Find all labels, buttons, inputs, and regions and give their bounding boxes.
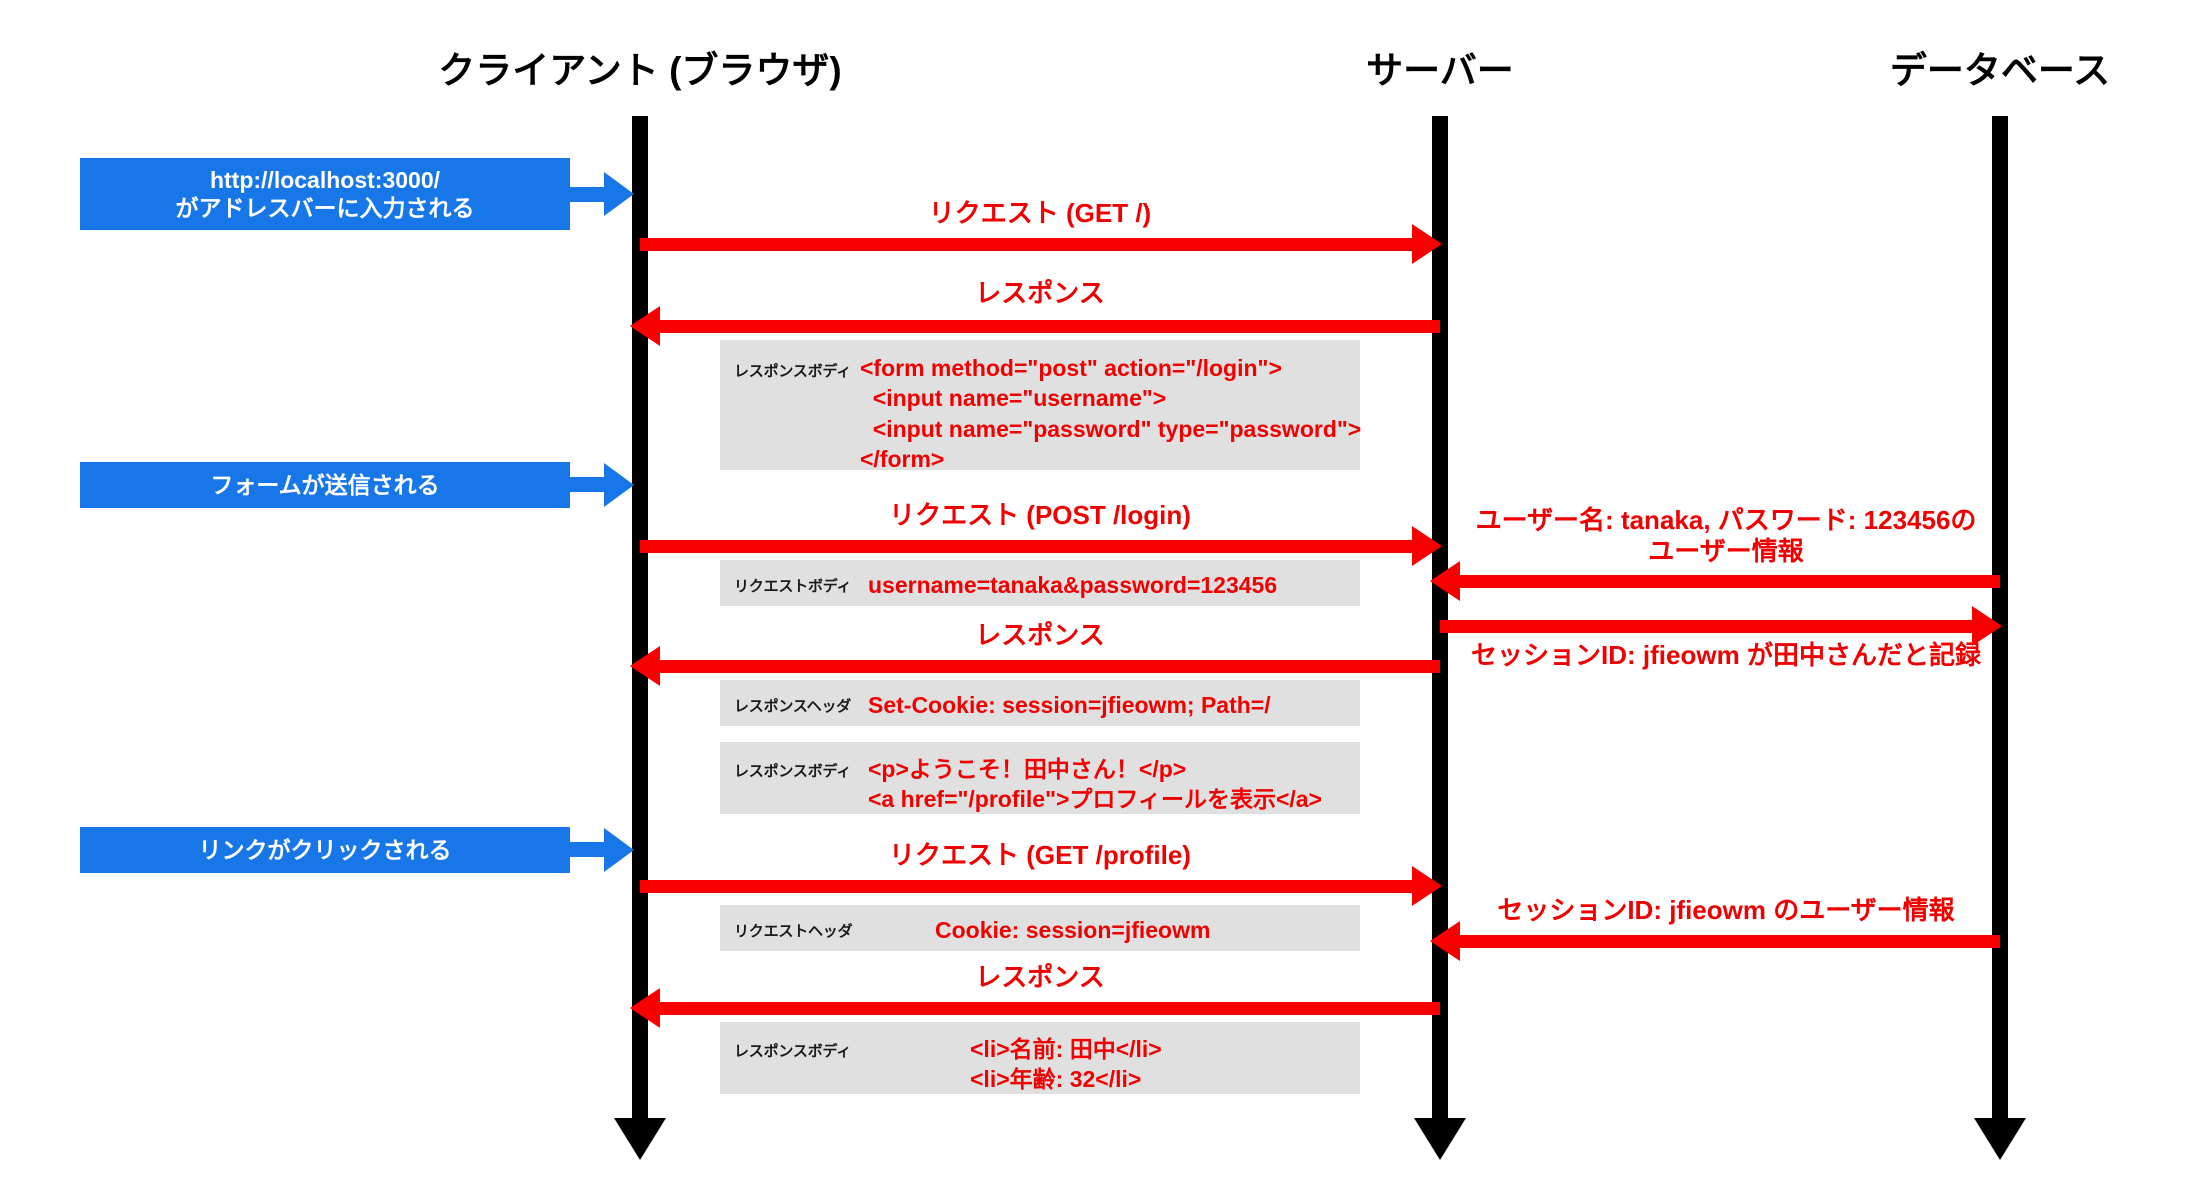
message-line-m7 [640, 880, 1420, 893]
message-line-m5 [1440, 620, 1980, 633]
event-arrow-head-link-clicked [604, 828, 634, 872]
event-arrow-head-form-submit [604, 463, 634, 507]
note-label-n2: リクエストボディ [734, 578, 852, 595]
message-arrowhead-m2 [630, 306, 660, 346]
message-arrowhead-m3 [1412, 526, 1442, 566]
lifeline-end-arrow-client [614, 1118, 666, 1160]
message-arrowhead-m1 [1412, 224, 1442, 264]
message-line-m3 [640, 540, 1420, 553]
message-label-m4: ユーザー名: tanaka, パスワード: 123456の ユーザー情報 [1475, 505, 1977, 566]
message-label-m5: セッションID: jfieowm が田中さんだと記録 [1471, 640, 1981, 670]
lifeline-bar-client [632, 116, 648, 1122]
lifeline-end-arrow-database [1974, 1118, 2026, 1160]
message-line-m1 [640, 238, 1420, 251]
message-arrowhead-m8 [1430, 921, 1460, 961]
note-box-n5: リクエストヘッダ Cookie: session=jfieowm [720, 905, 1360, 951]
message-line-m2 [660, 320, 1440, 333]
message-label-m1: リクエスト (GET /) [928, 198, 1152, 228]
message-label-m6: レスポンス [975, 620, 1105, 650]
note-box-n2: リクエストボディ username=tanaka&password=123456 [720, 560, 1360, 606]
message-arrowhead-m4 [1430, 561, 1460, 601]
lifeline-header-server: サーバー [1366, 50, 1514, 91]
lifeline-end-arrow-server [1414, 1118, 1466, 1160]
message-line-m9 [660, 1002, 1440, 1015]
message-arrowhead-m5 [1972, 606, 2002, 646]
message-label-m7: リクエスト (GET /profile) [889, 840, 1191, 870]
message-arrowhead-m6 [630, 646, 660, 686]
message-label-m9: レスポンス [975, 962, 1105, 992]
event-box-link-clicked: リンクがクリックされる [80, 827, 570, 873]
note-code-n5: Cookie: session=jfieowm [935, 917, 1211, 943]
event-box-form-submit: フォームが送信される [80, 462, 570, 508]
message-line-m8 [1460, 935, 2000, 948]
note-box-n1: レスポンスボディ <form method="post" action="/lo… [720, 340, 1361, 472]
note-box-n6: レスポンスボディ <li>名前: 田中</li> <li>年齢: 32</li> [720, 1022, 1360, 1094]
message-arrowhead-m7 [1412, 866, 1442, 906]
message-label-m8: セッションID: jfieowm のユーザー情報 [1497, 895, 1955, 925]
message-line-m4 [1460, 575, 2000, 588]
note-code-n3: Set-Cookie: session=jfieowm; Path=/ [868, 692, 1271, 718]
note-box-n4: レスポンスボディ <p>ようこそ！田中さん！</p> <a href="/pro… [720, 742, 1360, 814]
lifeline-bar-server [1432, 116, 1448, 1122]
event-arrow-head-url-entered [604, 172, 634, 216]
note-code-n4: <p>ようこそ！田中さん！</p> <a href="/profile">プロフ… [868, 756, 1322, 813]
lifeline-header-client: クライアント (ブラウザ) [438, 50, 842, 91]
note-label-n4: レスポンスボディ [734, 763, 852, 780]
message-label-m2: レスポンス [975, 278, 1105, 308]
message-line-m6 [660, 660, 1440, 673]
event-box-url-entered: http://localhost:3000/ がアドレスバーに入力される [80, 158, 570, 230]
message-label-m3: リクエスト (POST /login) [889, 500, 1191, 530]
lifeline-header-database: データベース [1889, 50, 2111, 91]
note-code-n6: <li>名前: 田中</li> <li>年齢: 32</li> [970, 1036, 1162, 1093]
note-code-n2: username=tanaka&password=123456 [868, 572, 1278, 598]
note-code-n1: <form method="post" action="/login"> <in… [860, 355, 1362, 473]
note-box-n3: レスポンスヘッダ Set-Cookie: session=jfieowm; Pa… [720, 680, 1360, 726]
note-label-n6: レスポンスボディ [734, 1043, 852, 1060]
message-arrowhead-m9 [630, 988, 660, 1028]
note-label-n5: リクエストヘッダ [734, 923, 853, 940]
note-label-n3: レスポンスヘッダ [734, 698, 852, 715]
note-label-n1: レスポンスボディ [734, 363, 852, 380]
